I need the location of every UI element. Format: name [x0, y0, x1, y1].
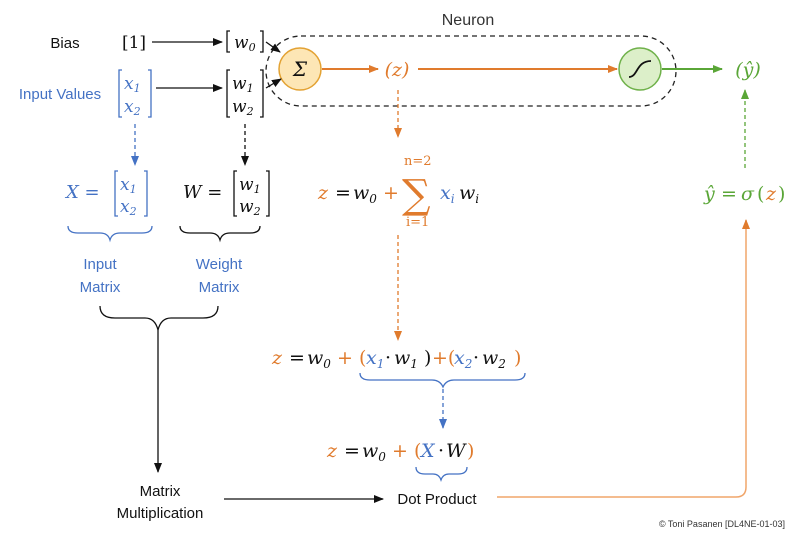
- svg-text:xi: xi: [440, 182, 455, 206]
- svg-text:+ (: + (: [392, 440, 421, 462]
- z-output-label: (z): [385, 59, 410, 81]
- sum-node: [278, 47, 322, 91]
- svg-text:W: W: [446, 440, 467, 462]
- input-vector: x1 x2: [118, 69, 152, 118]
- summation-equation: z = w0 + n=2 ∑ i=1 xi wi: [317, 154, 479, 230]
- input-matrix-symbol: X =: [64, 182, 100, 203]
- svg-text:w1: w1: [239, 175, 261, 196]
- svg-text:w2: w2: [232, 97, 254, 118]
- dot-equation: z = w0 + ( X · W ): [326, 440, 474, 464]
- sigma-icon: Σ: [292, 57, 308, 81]
- svg-text:w0: w0: [353, 182, 377, 206]
- weights-to-sum-arrow: [265, 78, 282, 89]
- svg-text:z: z: [326, 440, 338, 462]
- svg-text:x1: x1: [124, 74, 141, 95]
- sigma-upper-limit: n=2: [404, 154, 432, 169]
- weight-matrix-label-1: Weight: [196, 256, 243, 273]
- activation-equation: ŷ = σ ( z ): [703, 183, 785, 205]
- svg-text:σ: σ: [741, 183, 755, 205]
- svg-text:): ): [467, 440, 474, 462]
- svg-text:w1: w1: [232, 74, 254, 95]
- weight-matrix: w1 w2: [233, 170, 270, 218]
- sigma-icon: ∑: [402, 172, 431, 218]
- svg-text:z: z: [271, 347, 283, 369]
- expanded-equation: z = w0 + ( x1 · w1 ) +( x2 · w2 ): [271, 347, 521, 371]
- w0-to-sum-arrow: [265, 41, 281, 53]
- svg-text:): ): [514, 347, 521, 369]
- matrices-brace: [99, 305, 219, 331]
- svg-text:z: z: [765, 183, 777, 205]
- dot-product-to-activation-arrow: [497, 219, 750, 498]
- svg-text:w1: w1: [394, 347, 418, 371]
- svg-text:wi: wi: [459, 182, 479, 206]
- svg-text:x2: x2: [120, 197, 137, 218]
- svg-text:=: =: [721, 183, 737, 205]
- neuron-title: Neuron: [442, 12, 494, 29]
- input-matrix-label-2: Matrix: [80, 279, 121, 296]
- svg-text:): ): [778, 183, 785, 205]
- input-values-label: Input Values: [19, 86, 101, 103]
- bias-value: [1]: [122, 33, 146, 53]
- svg-text:x2: x2: [454, 347, 472, 371]
- input-matrix-brace: [67, 225, 153, 243]
- input-matrix: x1 x2: [114, 170, 148, 218]
- matrix-multiplication-label-2: Multiplication: [117, 505, 204, 522]
- svg-text:+(: +(: [432, 347, 455, 369]
- dot-brace: [415, 466, 468, 483]
- svg-text:w0: w0: [307, 347, 331, 371]
- svg-text:X: X: [419, 440, 436, 462]
- svg-text:x2: x2: [124, 97, 141, 118]
- svg-text:w2: w2: [239, 197, 261, 218]
- svg-text:(: (: [757, 183, 764, 205]
- yhat-output-label: (ŷ): [735, 59, 761, 81]
- weight-matrix-label-2: Matrix: [199, 279, 240, 296]
- svg-text:=: =: [335, 182, 351, 204]
- svg-text:=: =: [344, 440, 360, 462]
- dot-product-label: Dot Product: [397, 491, 477, 508]
- svg-text:x1: x1: [366, 347, 384, 371]
- svg-text:·: ·: [438, 440, 444, 462]
- svg-text:w2: w2: [482, 347, 506, 371]
- svg-text:w0: w0: [234, 33, 256, 54]
- neuron-boundary: [265, 35, 677, 107]
- weight-matrix-symbol: W =: [183, 182, 222, 203]
- svg-text:·: ·: [385, 347, 391, 369]
- copyright-credit: © Toni Pasanen [DL4NE-01-03]: [659, 519, 785, 529]
- input-matrix-label-1: Input: [83, 256, 117, 273]
- svg-text:+ (: + (: [337, 347, 366, 369]
- svg-text:x1: x1: [120, 175, 137, 196]
- svg-text:w0: w0: [362, 440, 386, 464]
- bias-label: Bias: [50, 35, 79, 52]
- weight-matrix-brace: [179, 225, 261, 243]
- svg-text:ŷ: ŷ: [703, 183, 715, 205]
- svg-text:+: +: [383, 182, 399, 204]
- activation-node: [618, 47, 662, 91]
- svg-text:): ): [424, 347, 431, 369]
- svg-text:=: =: [289, 347, 305, 369]
- svg-text:·: ·: [473, 347, 479, 369]
- sigmoid-icon: [628, 60, 652, 78]
- sigma-lower-limit: i=1: [406, 215, 429, 230]
- svg-text:z: z: [317, 182, 329, 204]
- w0-vector: w0: [226, 30, 264, 54]
- expanded-brace: [359, 372, 526, 389]
- matrix-multiplication-label-1: Matrix: [140, 483, 181, 500]
- weight-vector: w1 w2: [226, 69, 264, 118]
